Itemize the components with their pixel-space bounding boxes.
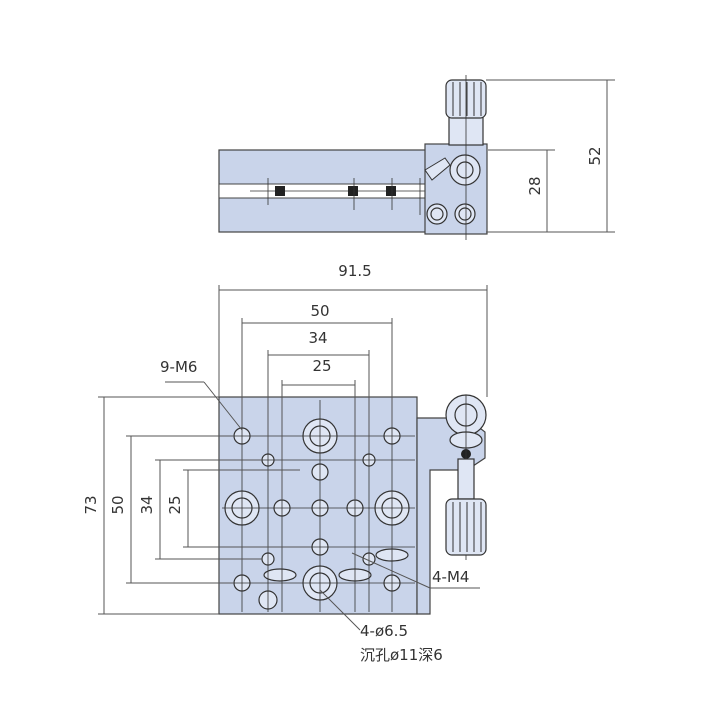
dim-left-25: 25 [166,495,184,514]
callout-counterbore: 沉孔ø11深6 [360,646,443,664]
dim-width-25: 25 [312,357,331,375]
dim-width-34: 34 [308,329,327,347]
dim-height-52: 52 [586,146,604,165]
top-view-dimensions: 52 28 [486,79,615,233]
dim-width-50: 50 [310,302,329,320]
dim-left-50: 50 [109,495,127,514]
dim-height-28: 28 [526,176,544,195]
callouts: 9-M6 4-M4 4-ø6.5 沉孔ø11深6 [160,358,480,664]
callout-hole: 4-ø6.5 [360,622,408,640]
front-view-knob [445,498,487,556]
callout-m6: 9-M6 [160,358,197,376]
dim-left-34: 34 [138,495,156,514]
dim-width-91-5: 91.5 [338,262,371,280]
top-view [218,75,488,240]
front-view-vertical-dimensions: 73 50 34 25 [82,396,310,615]
front-view-horizontal-dimensions: 91.5 50 34 25 [218,262,488,500]
front-view [218,394,487,615]
callout-m4: 4-M4 [432,568,469,586]
dim-left-73: 73 [82,495,100,514]
